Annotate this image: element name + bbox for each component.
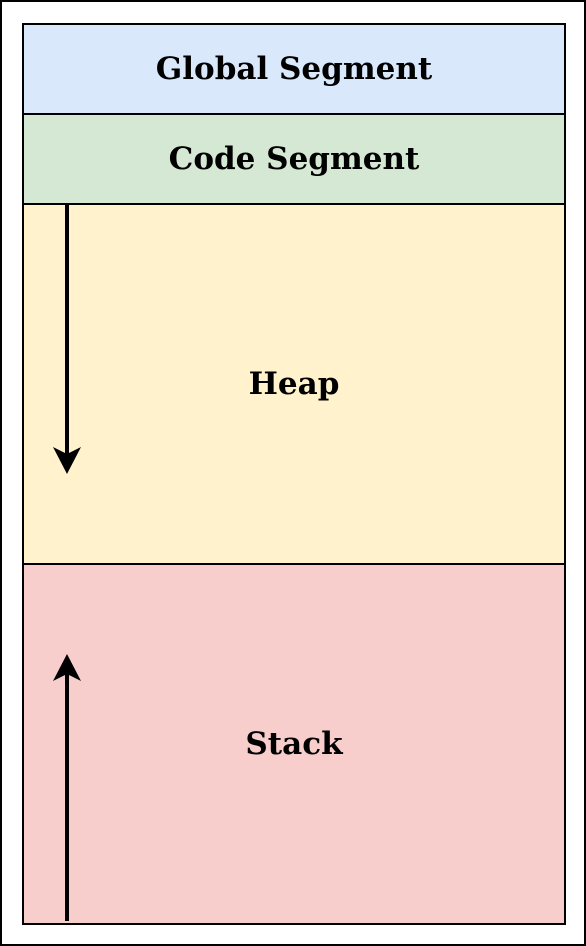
global-segment-block: Global Segment	[22, 23, 566, 115]
heap-label: Heap	[248, 366, 340, 402]
stack-block: Stack	[22, 563, 566, 925]
global-segment-label: Global Segment	[155, 51, 433, 87]
code-segment-label: Code Segment	[168, 141, 420, 177]
stack-label: Stack	[245, 726, 343, 762]
code-segment-block: Code Segment	[22, 113, 566, 205]
heap-block: Heap	[22, 203, 566, 565]
